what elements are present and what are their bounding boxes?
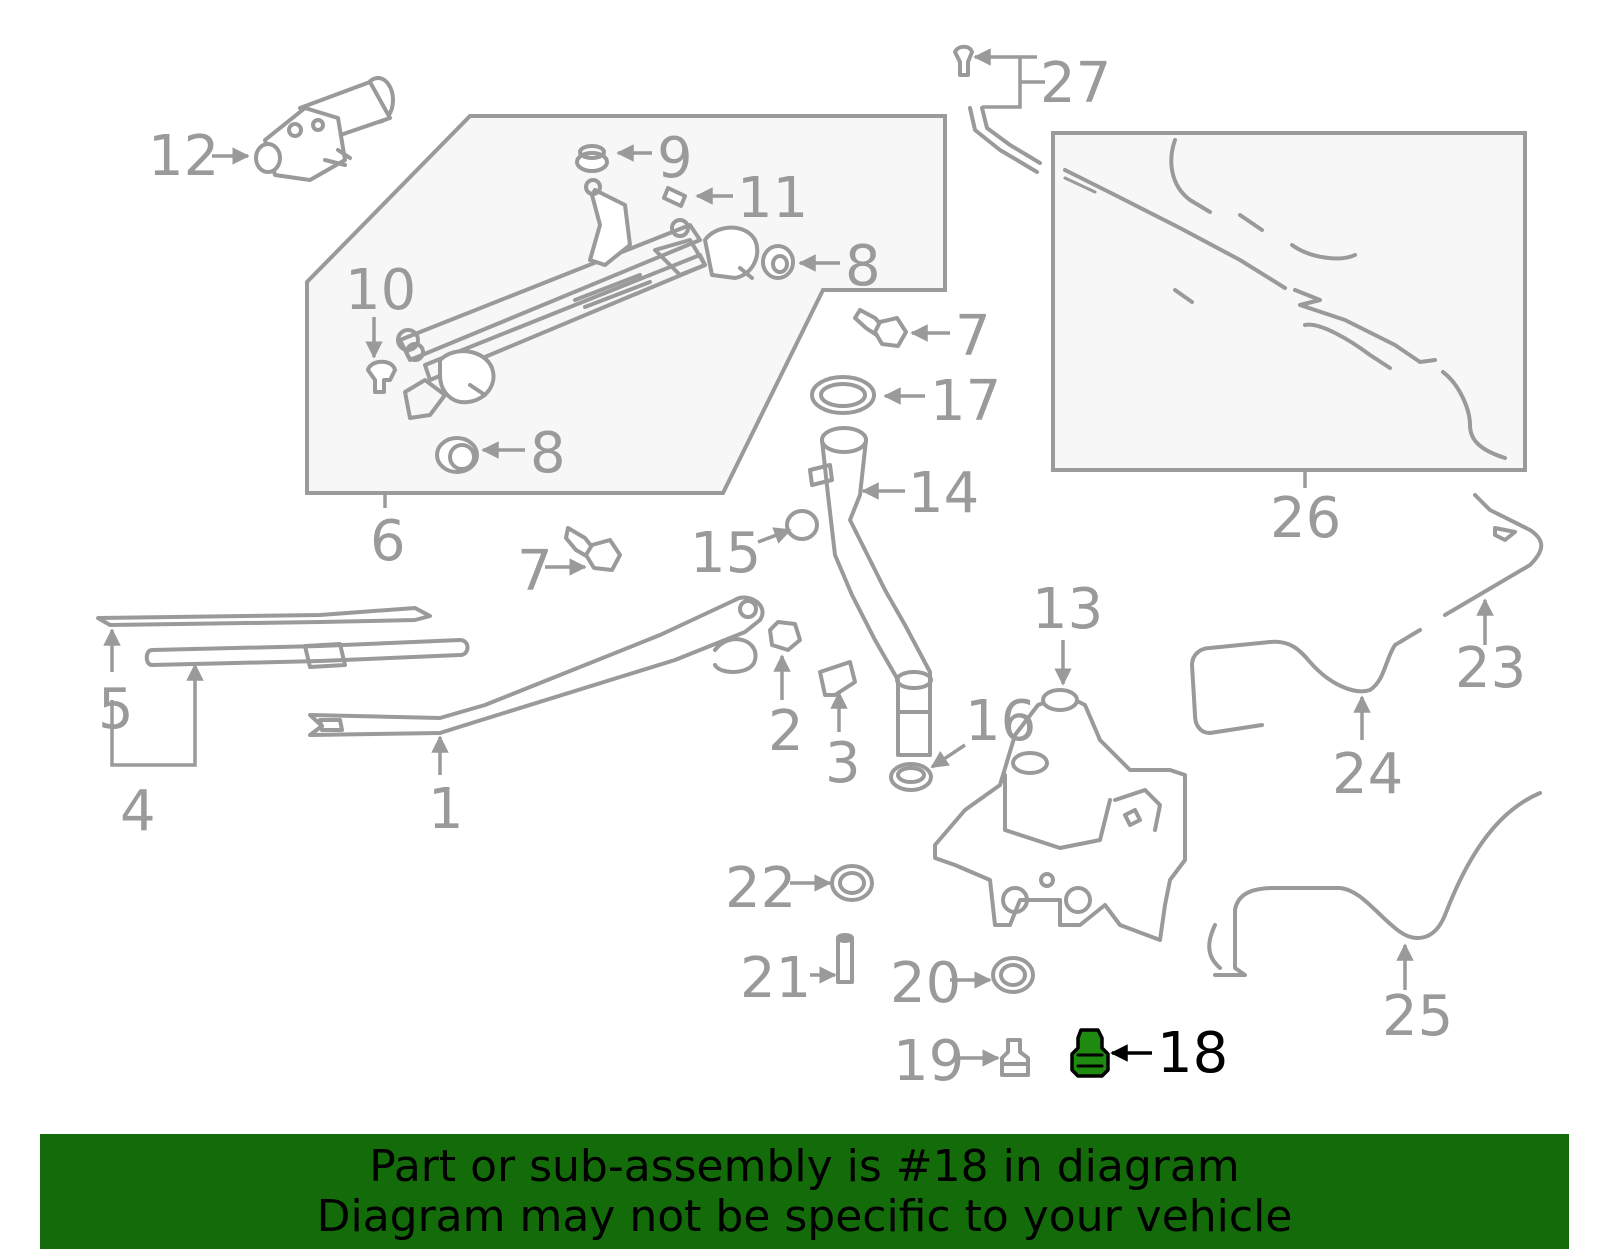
- highlighted-part-18: [1070, 1028, 1110, 1078]
- leader-lines: [103, 48, 1494, 1067]
- label-part-5: 5: [98, 677, 134, 742]
- seal-part-20: [991, 956, 1035, 994]
- cover-part-3: [818, 660, 857, 697]
- label-part-6: 6: [370, 509, 406, 574]
- label-part-7-upper: 7: [955, 304, 991, 369]
- label-part-12: 12: [148, 124, 219, 189]
- label-part-21: 21: [740, 946, 811, 1011]
- label-part-17: 17: [930, 369, 1001, 434]
- hose-part-24: [1190, 628, 1422, 735]
- label-part-3: 3: [825, 731, 861, 796]
- seal-part-16: [889, 762, 933, 792]
- bolt-part-7-lower: [564, 526, 622, 572]
- banner-line-1: Part or sub-assembly is #18 in diagram: [369, 1141, 1240, 1192]
- label-part-4: 4: [120, 779, 156, 844]
- label-part-23: 23: [1455, 636, 1526, 701]
- label-part-26: 26: [1270, 486, 1341, 551]
- label-part-18: 18: [1157, 1021, 1228, 1086]
- label-part-19: 19: [893, 1029, 964, 1094]
- bolt-part-7-upper: [853, 308, 908, 348]
- label-part-9: 9: [657, 126, 693, 191]
- label-part-24: 24: [1332, 742, 1403, 807]
- clip-part-10: [366, 359, 397, 394]
- label-part-25: 25: [1382, 984, 1453, 1049]
- hose-part-27: [953, 44, 1042, 174]
- label-part-7-lower: 7: [517, 539, 553, 604]
- label-part-2: 2: [768, 699, 804, 764]
- callout-labels: 12 9 11 8 10 8 6 7 17 14 15 7 13 16 5 4 …: [98, 51, 1526, 1094]
- pump-pin-part-21: [836, 933, 854, 984]
- seal-ring-part-17: [810, 375, 876, 415]
- washer-reservoir-part-13: [933, 688, 1187, 942]
- grommet-part-8-upper: [761, 244, 795, 280]
- grommet-part-9: [575, 144, 609, 173]
- label-part-1: 1: [428, 777, 464, 842]
- grommet-part-22: [830, 864, 874, 902]
- nozzle-part-19: [1000, 1038, 1030, 1077]
- label-part-20: 20: [890, 951, 961, 1016]
- info-banner: Part or sub-assembly is #18 in diagram D…: [40, 1134, 1569, 1249]
- filler-neck-part-14: [808, 426, 933, 757]
- wiper-motor-part-12: [254, 76, 395, 182]
- cap-part-15: [785, 509, 819, 541]
- label-part-10: 10: [345, 258, 416, 323]
- wiper-linkage-assembly: [305, 114, 947, 495]
- hose-assembly-part-26: [1051, 131, 1527, 472]
- label-part-16: 16: [965, 689, 1036, 754]
- label-part-14: 14: [908, 461, 979, 526]
- hose-part-23: [1443, 493, 1544, 617]
- nut-cap-part-2: [768, 620, 802, 652]
- banner-line-2: Diagram may not be specific to your vehi…: [316, 1191, 1293, 1242]
- label-part-8-upper: 8: [845, 234, 881, 299]
- pin-part-11: [662, 186, 687, 208]
- label-part-8-lower: 8: [530, 421, 566, 486]
- label-part-22: 22: [725, 856, 796, 921]
- wiper-arm-part-1: [308, 595, 765, 737]
- label-part-11: 11: [737, 166, 808, 231]
- wiper-blade-part-4-5: [96, 606, 470, 669]
- label-part-13: 13: [1032, 577, 1103, 642]
- hose-part-25: [1207, 791, 1542, 977]
- bushing-part-8-lower: [435, 436, 479, 474]
- label-part-27: 27: [1040, 51, 1111, 116]
- label-part-15: 15: [690, 521, 761, 586]
